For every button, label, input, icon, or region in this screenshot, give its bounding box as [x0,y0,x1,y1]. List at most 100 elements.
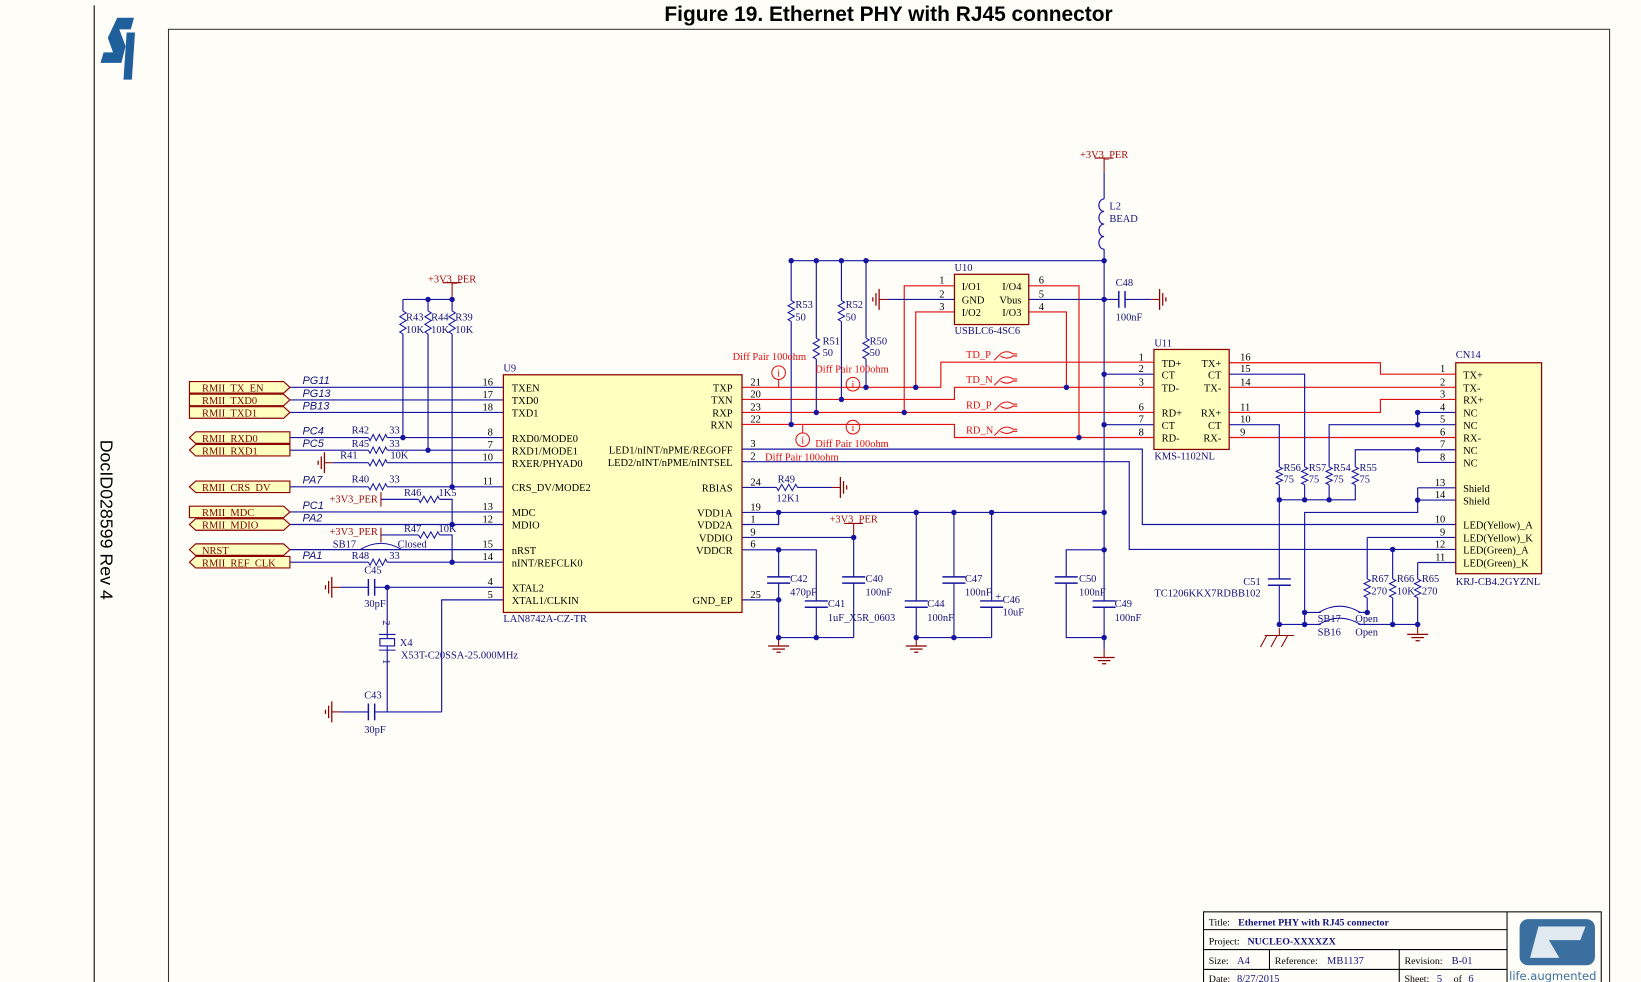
text: 33 [389,551,399,562]
text: KRJ-CB4.2GYZNL [1456,577,1540,588]
rx-n-trace [742,423,1154,439]
mcu-port-label: PC5 [302,438,324,450]
text: SB16 [1318,627,1341,638]
bob-smith-resistor [1324,466,1334,486]
u9-pin-name: TXN [711,396,733,407]
text: 10K [439,524,457,535]
text: R42 [352,425,369,436]
u9-pin-number: 18 [482,402,492,413]
r41-resistor [367,458,388,468]
diff-pair-label: Diff Pair 100ohm [815,439,889,450]
pullup-value: 10K [431,325,449,336]
junction-dot [775,634,782,641]
c42-capacitor-bg [767,576,791,584]
u9-pin-name: RXN [711,421,734,432]
ground-icon [1093,649,1115,665]
cn14-pin-number: 10 [1435,514,1445,525]
power-label-3v3: +3V3_PER [1080,150,1128,161]
wire [1065,549,1105,639]
text: 30pF [364,725,386,736]
text: C43 [364,690,381,701]
c46-polarity-mark: + [995,592,1001,603]
u9-pin-number: 19 [750,502,760,513]
mcu-port-label: PG11 [302,375,329,387]
wire [441,599,504,712]
wire [903,285,955,413]
u10-pin-number: 6 [1039,276,1044,287]
text: U10 [954,263,972,274]
mcu-port-label: PC4 [302,425,323,437]
cn14-pin-name: Shield [1463,496,1490,507]
u11-pin-name: RD+ [1162,409,1183,420]
text: 50 [846,312,856,323]
u9-pin-number: 15 [482,540,492,551]
text: 100nF [1116,312,1143,323]
title-block-date-label: Date: [1209,974,1231,982]
u9-pin-number: 22 [750,414,760,425]
net-label-flag [188,505,291,519]
u11-pin-number: 11 [1240,402,1250,413]
u9-pin-number: 23 [750,402,760,413]
text: 75 [1283,475,1293,486]
r42-resistor [367,433,388,442]
cn14-body [1455,362,1543,575]
junction-dot [913,634,919,641]
schematic-border [167,28,1611,982]
u11-pin-name: CT [1208,421,1222,432]
power-label-3v3: +3V3_PER [428,275,476,286]
cn14-pin-number: 7 [1440,440,1445,451]
r46-resistor [418,495,441,504]
text: X53T-C20SSA-25.000MHz [401,651,519,662]
u9-pin-name: RXER/PHYAD0 [512,459,583,470]
text: 1uF_X5R_0603 [828,613,895,624]
junction-dot [1101,296,1107,303]
net-label-text: RMII_REF_CLK [202,558,276,569]
r53-resistor [786,300,796,322]
u11-pin-name: TX- [1204,384,1222,395]
c40-capacitor-bg [842,576,866,584]
net-label-flag [188,381,291,394]
u9-pin-number: 20 [750,389,760,400]
text: R55 [1359,463,1376,474]
text: 1K5 [439,488,457,499]
u9-pin-name: TXEN [512,384,540,395]
junction-dot [1301,621,1308,628]
wire [1279,449,1418,501]
net-label-text: RMII_TXD0 [202,396,257,407]
cn14-pin-name: NC [1463,421,1478,432]
u9-pin-name: VDDCR [696,546,733,557]
c44-capacitor-bg [904,600,928,608]
junction-dot [1414,621,1421,628]
title-block-project: NUCLEO-XXXXZX [1247,936,1336,947]
u9-pin-number: 10 [482,453,492,464]
net-label-text: RMII_MDC [202,508,254,519]
wire [742,448,1456,526]
u9-pin-name: LED1/nINT/nPME/REGOFF [609,445,733,456]
pullup-ref: R43 [406,312,423,323]
text: C45 [364,566,381,577]
u10-pin-number: 1 [939,276,944,287]
text: R49 [778,475,795,486]
mcu-port-label: PA2 [302,512,322,524]
text: 33 [389,439,399,450]
text: R40 [352,475,369,486]
u9-pin-name: nINT/REFCLK0 [512,558,583,569]
ground-icon [1407,626,1429,642]
cn14-pin-number: 6 [1440,427,1445,438]
ground-hatch [1260,635,1268,648]
ground-hatch [1270,635,1278,648]
x4-crystal-icon [379,638,396,647]
mcu-port-label: PG13 [302,388,331,400]
r45-resistor [367,445,388,455]
u10-pin-name: I/O3 [1002,308,1021,319]
u9-pin-name: RXP [712,409,733,420]
net-label-text: RMII_TXD1 [202,409,257,420]
ground-icon [872,288,888,310]
figure-title: Figure 19. Ethernet PHY with RJ45 connec… [664,3,1112,26]
r51-resistor [812,337,821,360]
wire [1229,424,1280,625]
junction-dot [788,257,794,264]
title-block-size: A4 [1237,956,1251,967]
